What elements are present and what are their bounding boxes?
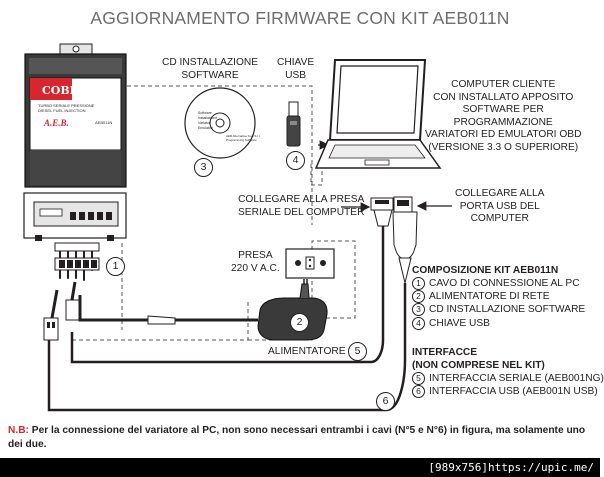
- wall-socket: [285, 248, 335, 279]
- device-red-label: [30, 78, 72, 100]
- power-cable: [78, 295, 240, 322]
- svg-text:Software: Software: [198, 111, 212, 115]
- device-brand: COBRA: [42, 84, 88, 97]
- usb-connector: [392, 196, 418, 284]
- callout-6: 6: [376, 392, 395, 411]
- svg-text:Emulatori: Emulatori: [198, 126, 213, 130]
- note-text: Per la connessione del variatore al PC, …: [8, 425, 586, 450]
- laptop-icon: [314, 59, 442, 169]
- device-subtitle-2: DIESEL FUEL INJECTION: [38, 108, 86, 113]
- interfaces-subheading: (NON COMPRESE NEL KIT): [412, 360, 545, 371]
- kit-heading: COMPOSIZIONE KIT AEB011N: [412, 265, 559, 276]
- cable-5: [70, 214, 385, 364]
- usb-key-icon: [286, 101, 301, 147]
- callout-2: 2: [290, 313, 309, 332]
- cd-disc: Software installazione Variatori Emulato…: [184, 87, 261, 159]
- callout-1: 1: [106, 257, 125, 276]
- device-code: AEB011N: [95, 120, 112, 125]
- callout-3: 3: [194, 158, 213, 177]
- dashed-guides: [72, 85, 356, 341]
- watermark-bar: [989x756]https://upic.me/: [0, 458, 600, 477]
- device-maker: A.E.B.: [43, 118, 69, 128]
- power-supply-label: ALIMENTATORE: [268, 346, 346, 357]
- dashed-box-lower: [72, 240, 356, 341]
- serial-connector: [370, 197, 394, 227]
- callout-5: 5: [348, 342, 367, 361]
- watermark-text: [989x756]https://upic.me/: [428, 461, 594, 474]
- callout-4: 4: [286, 151, 305, 170]
- footnote: N.B: Per la connessione del variatore al…: [8, 424, 593, 451]
- dashed-to-laptop: [310, 160, 323, 186]
- cobra-device: COBRA TURBO SERIALE PRESSIONE DIESEL FUE…: [23, 43, 127, 241]
- interfaces-heading: INTERFACCE: [412, 347, 478, 358]
- svg-text:installazione: installazione: [198, 116, 217, 120]
- dashed-box-main: [127, 85, 313, 225]
- page-title: AGGIORNAMENTO FIRMWARE CON KIT AEB011N: [90, 8, 510, 28]
- svg-text:Programming Software: Programming Software: [226, 138, 257, 142]
- svg-text:AEB Alternative Fuel S.r.l.: AEB Alternative Fuel S.r.l.: [226, 134, 261, 138]
- device-subtitle-1: TURBO SERIALE PRESSIONE: [38, 103, 95, 108]
- connector-top: [54, 242, 100, 252]
- note-prefix: N.B:: [8, 425, 29, 436]
- svg-text:Variatori: Variatori: [198, 121, 211, 125]
